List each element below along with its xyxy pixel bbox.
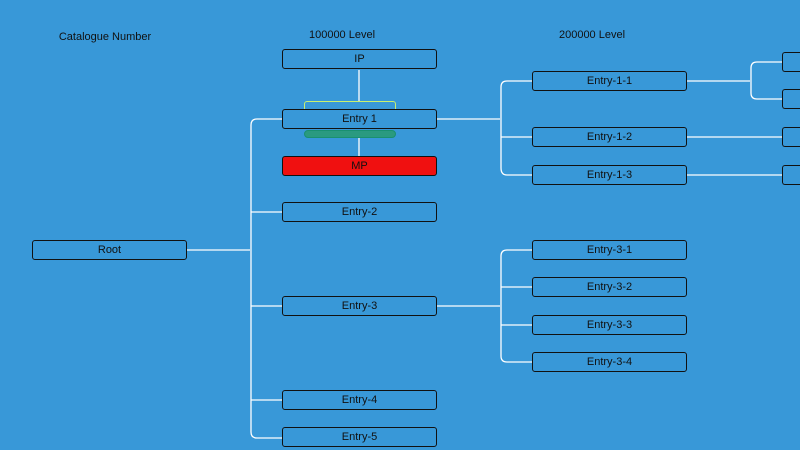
- node-ip-label: IP: [354, 53, 365, 65]
- connector-level2-trunk-a: [500, 80, 532, 176]
- node-level3-2[interactable]: [782, 89, 800, 109]
- header-100000-level: 100000 Level: [308, 29, 376, 41]
- node-entry-3-4-label: Entry-3-4: [586, 356, 633, 368]
- node-entry-5-label: Entry-5: [341, 431, 378, 443]
- connector-level3-trunk: [750, 61, 782, 100]
- node-entry-3-3-label: Entry-3-3: [586, 319, 633, 331]
- entry-1-top-bracket: [304, 101, 396, 109]
- node-entry-3-1[interactable]: Entry-3-1: [532, 240, 687, 260]
- node-entry-3-2-label: Entry-3-2: [586, 281, 633, 293]
- node-entry-1-2[interactable]: Entry-1-2: [532, 127, 687, 147]
- node-entry-1-2-label: Entry-1-2: [586, 131, 633, 143]
- node-entry-1-1-label: Entry-1-1: [586, 75, 633, 87]
- node-entry-1-label: Entry 1: [342, 113, 377, 125]
- node-entry-3-4[interactable]: Entry-3-4: [532, 352, 687, 372]
- node-root-label: Root: [97, 244, 122, 256]
- header-catalogue-number: Catalogue Number: [58, 31, 152, 43]
- entry-1-bottom-bracket: [304, 130, 396, 138]
- node-entry-2[interactable]: Entry-2: [282, 202, 437, 222]
- node-entry-2-label: Entry-2: [341, 206, 378, 218]
- node-entry-1-3-label: Entry-1-3: [586, 169, 633, 181]
- node-entry-3-label: Entry-3: [341, 300, 378, 312]
- node-entry-3-3[interactable]: Entry-3-3: [532, 315, 687, 335]
- header-200000-level: 200000 Level: [558, 29, 626, 41]
- node-mp[interactable]: MP: [282, 156, 437, 176]
- node-ip[interactable]: IP: [282, 49, 437, 69]
- node-entry-1-3[interactable]: Entry-1-3: [532, 165, 687, 185]
- node-entry-3[interactable]: Entry-3: [282, 296, 437, 316]
- node-mp-label: MP: [351, 160, 368, 172]
- node-level3-1[interactable]: [782, 52, 800, 72]
- node-entry-3-1-label: Entry-3-1: [586, 244, 633, 256]
- node-entry-5[interactable]: Entry-5: [282, 427, 437, 447]
- node-entry-3-2[interactable]: Entry-3-2: [532, 277, 687, 297]
- node-root[interactable]: Root: [32, 240, 187, 260]
- node-entry-1-1[interactable]: Entry-1-1: [532, 71, 687, 91]
- node-entry-4-label: Entry-4: [341, 394, 378, 406]
- node-level3-4[interactable]: [782, 165, 800, 185]
- node-entry-1[interactable]: Entry 1: [282, 109, 437, 129]
- connector-level2-trunk-b: [500, 249, 532, 363]
- connector-level1-trunk: [250, 118, 282, 439]
- node-level3-3[interactable]: [782, 127, 800, 147]
- node-entry-4[interactable]: Entry-4: [282, 390, 437, 410]
